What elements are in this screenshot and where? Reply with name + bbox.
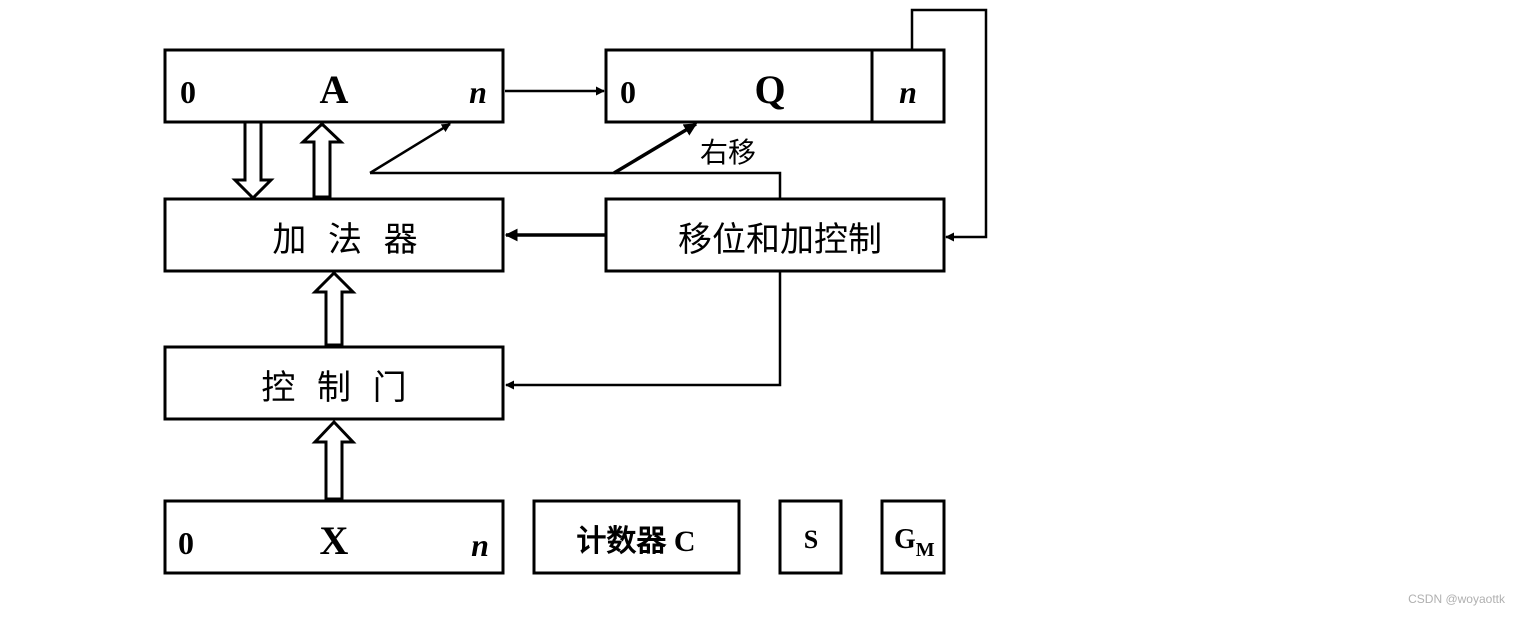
counter-label: 计数器 C xyxy=(576,525,695,558)
sign-flag-label: S xyxy=(804,525,818,554)
gm-flag-base: G xyxy=(894,524,916,555)
gate-to-adder-bus-arrow xyxy=(311,270,357,347)
control-to-gate-arrow xyxy=(505,271,782,390)
register-q-name: Q xyxy=(754,67,785,112)
register-q: 0 Q n xyxy=(604,48,946,124)
watermark: CSDN @woyaottk xyxy=(1408,592,1505,606)
q-to-control-feedback xyxy=(910,8,988,242)
shift-q-arrow xyxy=(613,122,698,175)
register-x: 0 X n xyxy=(163,499,505,575)
register-x-right-bit: n xyxy=(471,527,489,563)
gm-flag-block: GM xyxy=(880,499,946,575)
shift-a-arrow xyxy=(369,122,451,175)
gm-flag-sub: M xyxy=(916,539,935,561)
register-x-left-bit: 0 xyxy=(178,525,194,561)
gm-flag-label: GM xyxy=(894,524,935,561)
shift-add-control-label: 移位和加控制 xyxy=(678,220,882,260)
register-a-name: A xyxy=(320,67,349,112)
control-gate-label: 控 制 门 xyxy=(261,368,406,408)
control-gate-block: 控 制 门 xyxy=(163,345,505,421)
adder-block: 加 法 器 xyxy=(163,197,505,273)
adder-to-a-bus-arrow xyxy=(299,121,345,199)
register-a-right-bit: n xyxy=(469,74,487,110)
sign-flag-block: S xyxy=(778,499,843,575)
register-a-left-bit: 0 xyxy=(180,74,196,110)
shift-add-control-block: 移位和加控制 xyxy=(604,197,946,273)
shift-control-line xyxy=(370,171,782,199)
a-to-adder-bus-arrow xyxy=(231,120,275,201)
adder-label: 加 法 器 xyxy=(272,220,417,260)
counter-block: 计数器 C xyxy=(532,499,741,575)
register-q-right-bit: n xyxy=(899,74,917,110)
register-a: 0 A n xyxy=(163,48,505,124)
register-q-left-bit: 0 xyxy=(620,74,636,110)
register-x-name: X xyxy=(320,518,349,563)
shift-right-label: 右移 xyxy=(700,136,756,169)
x-to-gate-bus-arrow xyxy=(311,419,357,501)
